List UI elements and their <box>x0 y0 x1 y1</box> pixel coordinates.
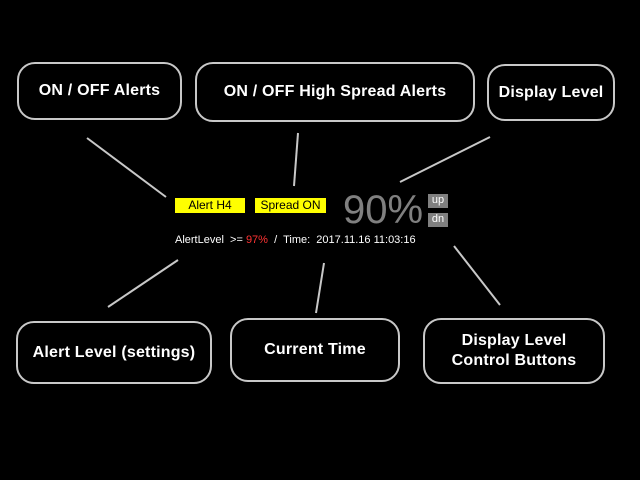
callout-on-off-alerts: ON / OFF Alerts <box>17 62 182 120</box>
callout-alert-level-settings: Alert Level (settings) <box>16 321 212 384</box>
callout-display-level-label: Display Level <box>498 83 604 101</box>
connector-alert-level <box>107 259 179 308</box>
level-down-button-label: dn <box>431 213 445 225</box>
alert-toggle-button[interactable]: Alert H4 <box>175 198 245 213</box>
status-line: AlertLevel >= 97% / Time: 2017.11.16 11:… <box>175 234 416 247</box>
spread-toggle-button-label: Spread ON <box>260 198 321 212</box>
current-time-value: 2017.11.16 11:03:16 <box>316 234 416 246</box>
callout-alert-level-settings-label: Alert Level (settings) <box>32 343 196 361</box>
callout-current-time-label: Current Time <box>264 341 366 358</box>
alert-level-value: 97% <box>245 234 268 246</box>
connector-alerts <box>86 137 167 198</box>
callout-display-level: Display Level <box>487 64 615 121</box>
level-up-button[interactable]: up <box>428 194 448 208</box>
callout-on-off-spread: ON / OFF High Spread Alerts <box>195 62 475 122</box>
callout-on-off-spread-label: ON / OFF High Spread Alerts <box>223 83 447 100</box>
callout-display-level-buttons-line1: Display Level <box>461 332 567 349</box>
alert-toggle-button-label: Alert H4 <box>188 198 232 212</box>
level-up-button-label: up <box>431 194 445 206</box>
callout-display-level-buttons: Display Level Control Buttons <box>423 318 605 384</box>
level-down-button[interactable]: dn <box>428 213 448 227</box>
time-label: Time: <box>283 234 311 246</box>
connector-spread <box>293 132 299 187</box>
callout-on-off-alerts-label: ON / OFF Alerts <box>38 82 161 99</box>
callout-current-time: Current Time <box>230 318 400 382</box>
alert-level-label: AlertLevel >= <box>175 234 243 246</box>
spread-toggle-button[interactable]: Spread ON <box>255 198 326 213</box>
callout-display-level-buttons-line2: Control Buttons <box>451 352 577 369</box>
connector-display-level <box>399 136 491 183</box>
connector-current-time <box>315 262 325 314</box>
connector-control-buttons <box>453 245 501 306</box>
status-separator: / <box>274 234 278 246</box>
display-level-value: 90% <box>343 188 424 232</box>
